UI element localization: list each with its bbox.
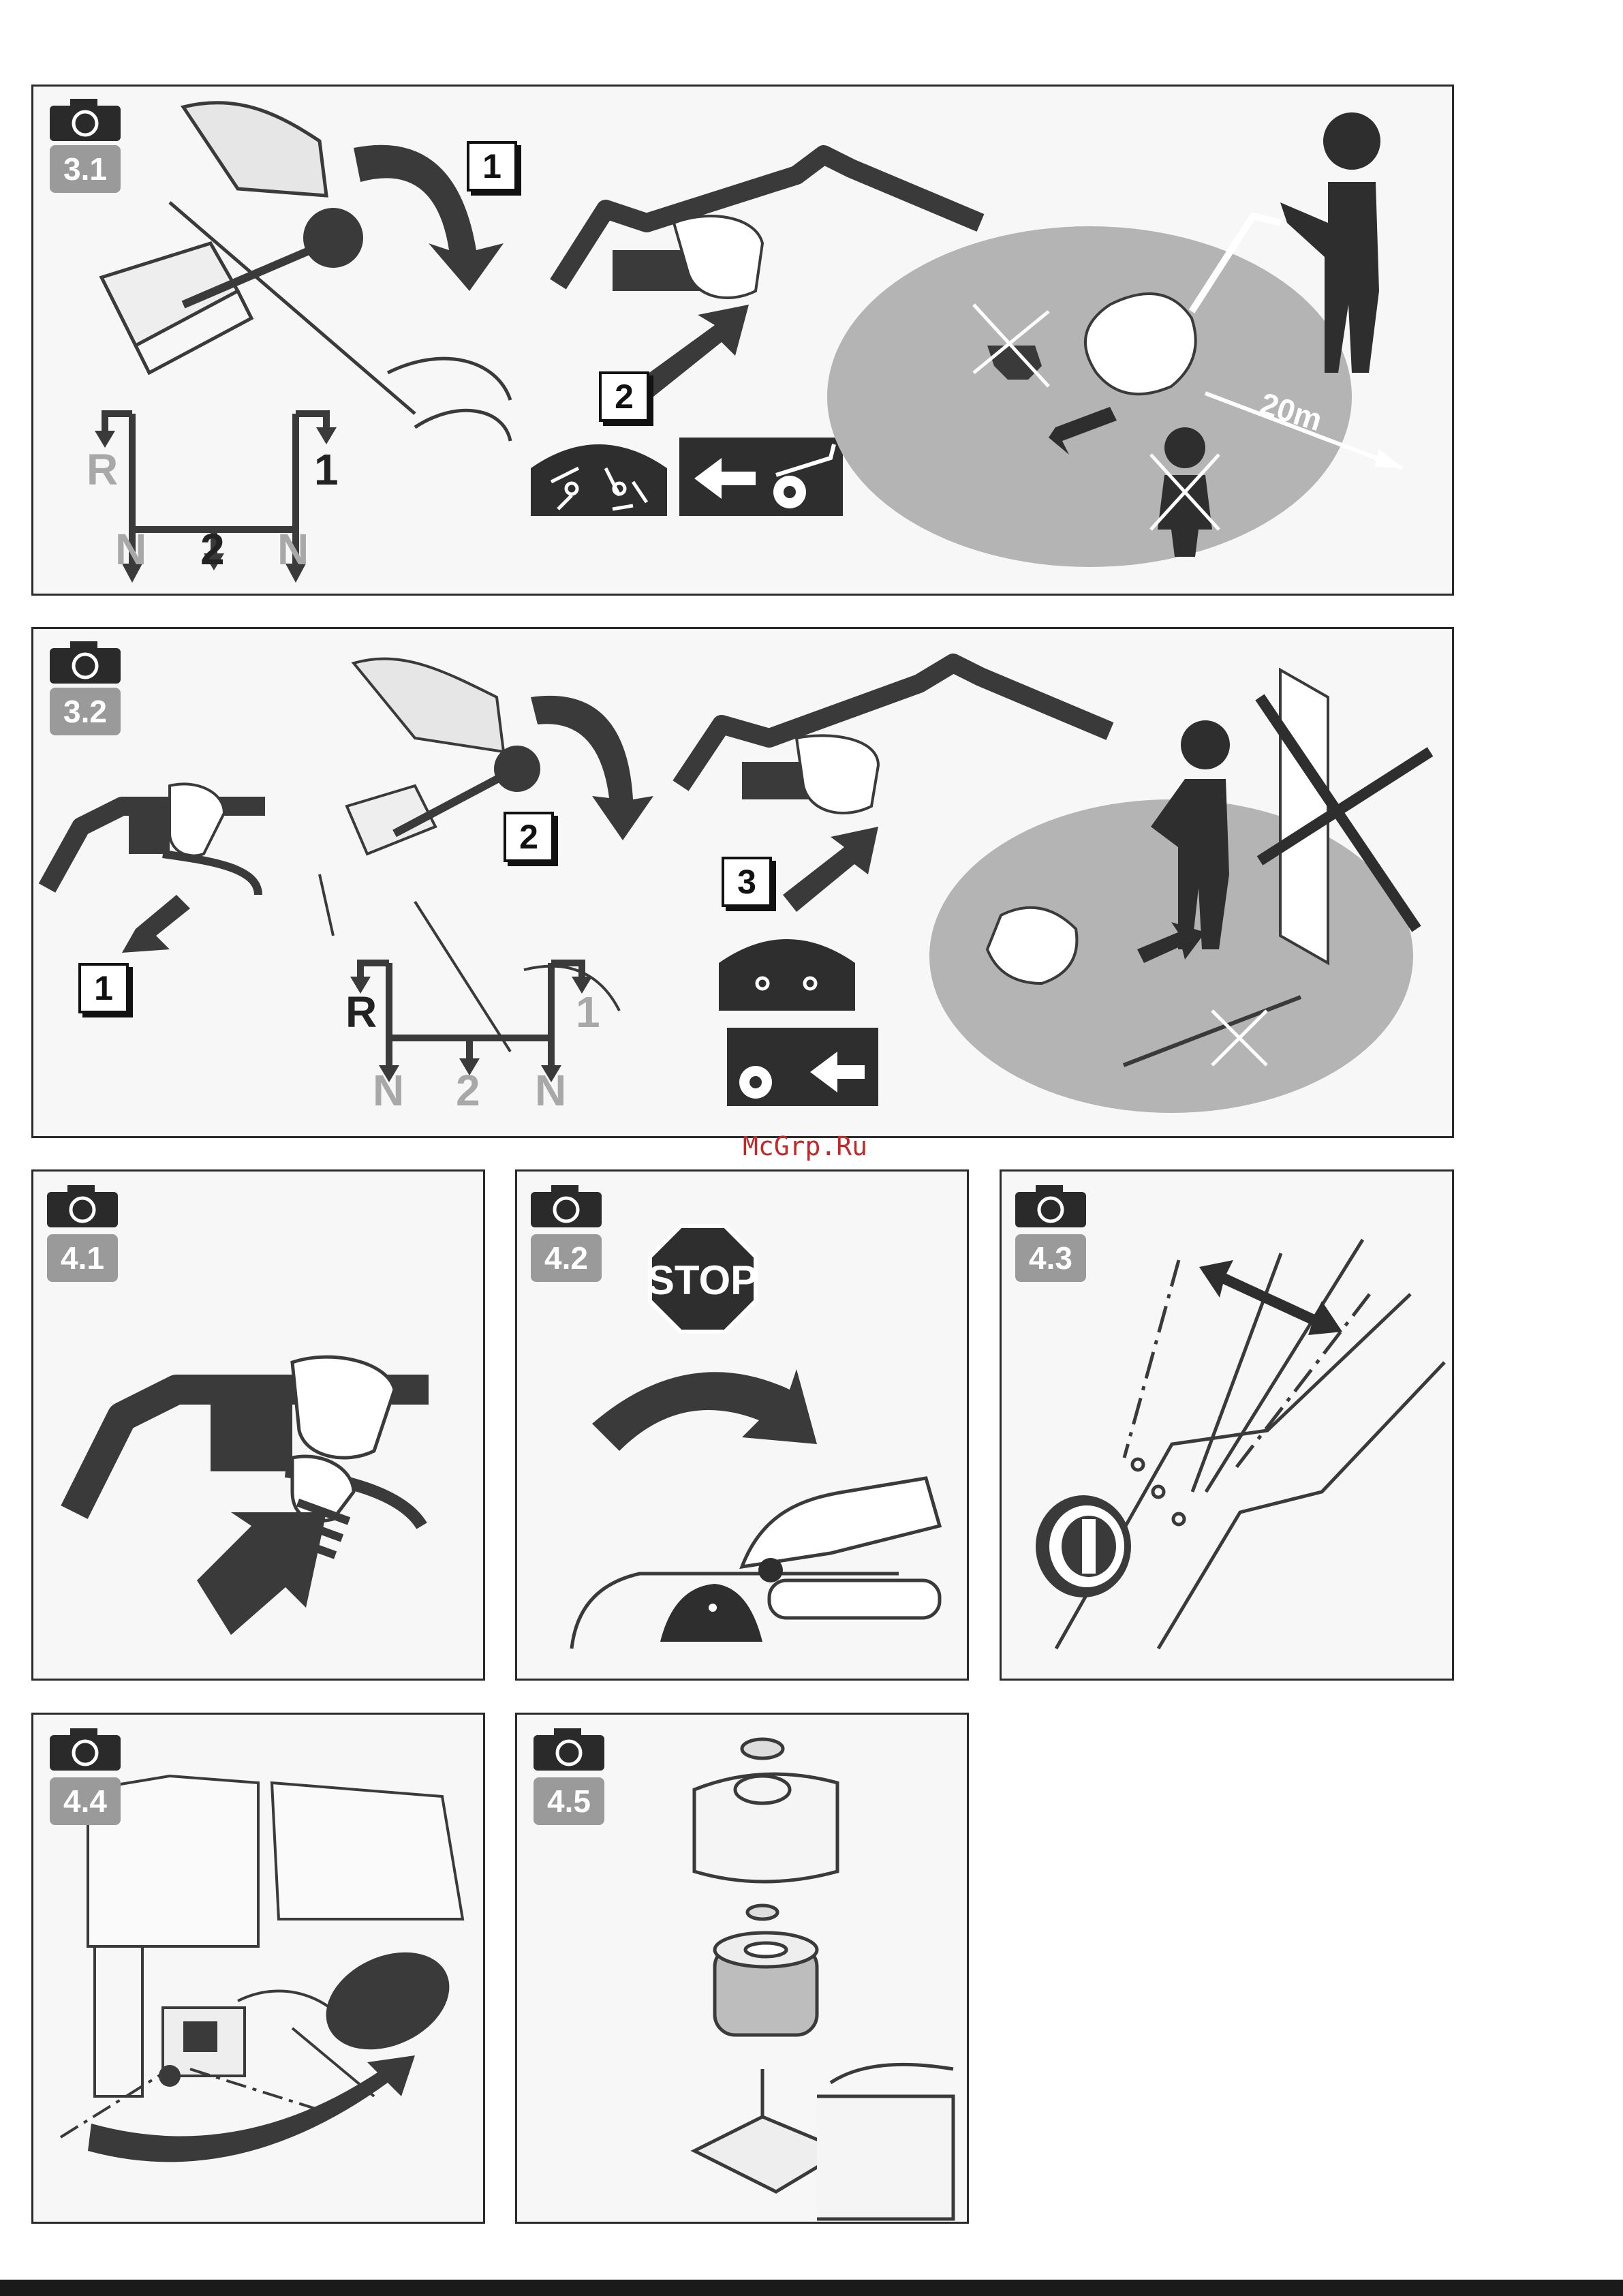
gear-neutral-right: N [277, 524, 309, 575]
panel-4-1: 4.1 [31, 1169, 485, 1681]
gear-first: 1 [576, 987, 600, 1037]
gear-first: 1 [314, 444, 339, 495]
air-filter-icon [694, 1739, 953, 2219]
handle-grip-icon [47, 784, 265, 895]
step-1-box: 1 [78, 963, 129, 1013]
forward-direction-icon [727, 1028, 878, 1106]
panel-label: 4.1 [47, 1234, 118, 1282]
gear-second: 2 [456, 1065, 480, 1116]
reverse-direction-icon [679, 438, 843, 516]
step-2-box: 2 [599, 371, 649, 422]
gear-reverse: R [87, 444, 118, 495]
panel-label: 4.2 [531, 1234, 602, 1282]
tiller-blades-icon [719, 939, 855, 1011]
camera-icon [1015, 1185, 1086, 1227]
panel-3-2: 3.2 1 2 3 R 1 N 2 N [31, 627, 1454, 1138]
tiller-blades-icon [531, 444, 667, 516]
step-1-box: 1 [467, 141, 517, 192]
lift-arrow-icon [783, 827, 878, 912]
step-3-box: 3 [722, 857, 772, 907]
panel-label: 4.5 [534, 1777, 604, 1825]
panel-label: 4.3 [1015, 1234, 1086, 1282]
panel-4-4: 4.4 [31, 1713, 485, 2224]
camera-icon [50, 99, 121, 141]
camera-icon [50, 1728, 121, 1771]
adjust-arrow-icon [1199, 1260, 1342, 1335]
gear-reverse: R [345, 987, 377, 1037]
panel-label: 4.4 [50, 1777, 121, 1825]
bottom-rule [0, 2280, 1623, 2296]
panel-label: 3.2 [50, 688, 121, 735]
rotation-arrow-icon [592, 1369, 817, 1451]
stop-sign-text: STOP [647, 1257, 758, 1303]
camera-icon [534, 1728, 604, 1771]
watermark: McGrp.Ru [743, 1131, 867, 1161]
camera-icon [50, 641, 121, 684]
panel-4-5: 4.5 [515, 1713, 969, 2224]
panel-label: 3.1 [50, 145, 121, 193]
camera-icon [47, 1185, 118, 1227]
rotation-arrow-icon [88, 2055, 415, 2162]
gear-lever-icon [102, 103, 510, 441]
gear-neutral-left: N [373, 1065, 404, 1116]
lever-knob [303, 208, 363, 268]
step-2-box: 2 [504, 812, 554, 862]
gear-second: 2 [200, 524, 225, 575]
stop-sign-icon: STOP [647, 1226, 758, 1332]
fuel-cap-icon [1036, 1495, 1131, 1597]
handle-bar-icon [681, 663, 1110, 813]
gear-neutral-right: N [535, 1065, 566, 1116]
camera-icon [531, 1185, 602, 1227]
gear-shift-diagram [360, 963, 582, 1065]
panel-3-1-illustration [33, 87, 1456, 598]
pull-arrow-icon [122, 895, 190, 953]
panel-4-2: STOP 4.2 [515, 1169, 969, 1681]
panel-4-3: 4.3 [1000, 1169, 1454, 1681]
panel-3-1: 3.1 1 2 R 1 N 2 N 20m [31, 85, 1454, 596]
gear-neutral-left: N [115, 524, 146, 575]
